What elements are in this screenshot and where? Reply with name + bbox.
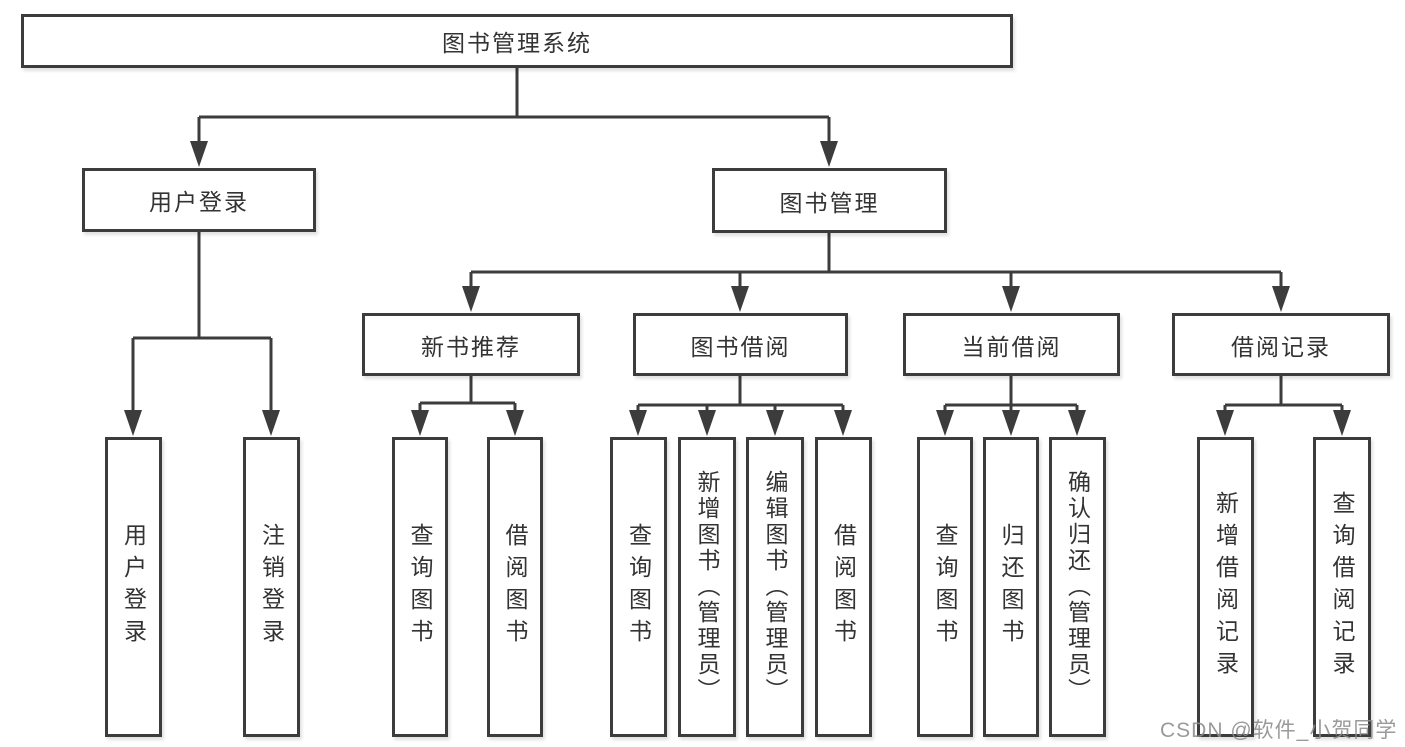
node-new-book-recommend: 新书推荐 bbox=[362, 313, 580, 376]
leaf-borrowing-edit-books: 编辑图书（管理员） bbox=[746, 437, 804, 737]
leaf-current-return-books: 归还图书 bbox=[983, 437, 1039, 737]
node-book-borrowing: 图书借阅 bbox=[633, 313, 848, 376]
node-borrowing-records: 借阅记录 bbox=[1172, 313, 1390, 376]
leaf-records-query-record: 查询借阅记录 bbox=[1313, 437, 1371, 737]
watermark: CSDN @软件_小贺同学 bbox=[1160, 719, 1398, 742]
leaf-borrowing-add-books: 新增图书（管理员） bbox=[678, 437, 736, 737]
leaf-records-add-record: 新增借阅记录 bbox=[1197, 437, 1254, 737]
leaf-recommend-borrow-books: 借阅图书 bbox=[487, 437, 543, 737]
leaf-logout: 注销登录 bbox=[243, 437, 300, 737]
leaf-borrowing-borrow-books: 借阅图书 bbox=[815, 437, 872, 737]
node-current-borrowing: 当前借阅 bbox=[903, 313, 1120, 376]
node-user-login-group: 用户登录 bbox=[82, 168, 316, 232]
node-root: 图书管理系统 bbox=[21, 14, 1013, 68]
leaf-recommend-query-books: 查询图书 bbox=[392, 437, 448, 737]
leaf-user-login: 用户登录 bbox=[105, 437, 162, 737]
arrowheads bbox=[124, 141, 1351, 436]
node-book-management: 图书管理 bbox=[712, 168, 947, 233]
leaf-current-query-books: 查询图书 bbox=[917, 437, 973, 737]
leaf-borrowing-query-books: 查询图书 bbox=[610, 437, 667, 737]
leaf-current-confirm-return: 确认归还（管理员） bbox=[1049, 437, 1106, 737]
